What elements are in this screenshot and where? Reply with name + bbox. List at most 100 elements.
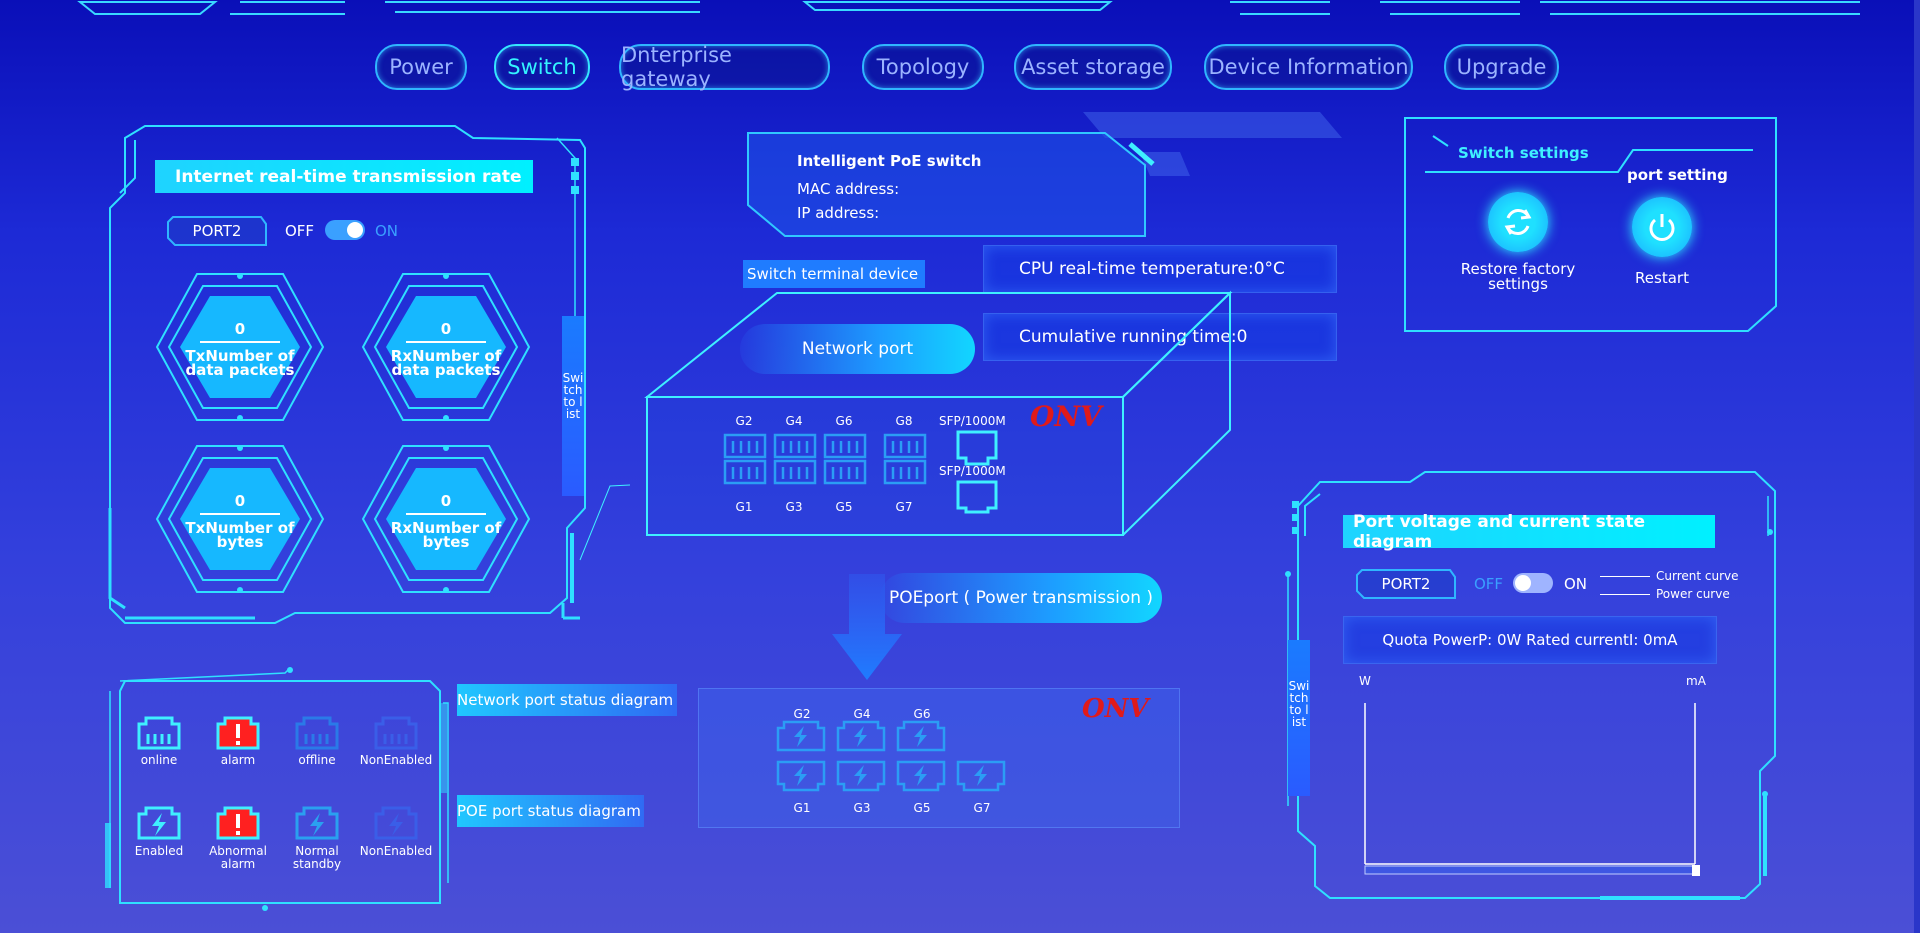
- port-setting-subtitle: port setting: [1627, 166, 1728, 184]
- poe-port-button[interactable]: POEport ( Power transmission ): [880, 573, 1162, 623]
- hex-rx-bytes-value: 0: [440, 492, 452, 510]
- nav-tab-device-information[interactable]: Device Information: [1204, 44, 1413, 90]
- power-curve-swatch: [1600, 594, 1650, 595]
- network-port-button[interactable]: Network port: [740, 324, 975, 374]
- online-port-icon: [137, 716, 181, 750]
- port-label-g8: G8: [895, 414, 913, 428]
- poe-port-label-g6: G6: [913, 707, 931, 721]
- switch-device-illustration: [579, 290, 1233, 561]
- switch-terminal-tag: Switch terminal device: [743, 260, 925, 288]
- network-port-status-tag: Network port status diagram: [457, 684, 677, 716]
- sfp-label-1: SFP/1000M: [939, 414, 1006, 428]
- hex-tx-bytes-label-2: bytes: [216, 533, 264, 551]
- legend-panel-frame: [105, 667, 449, 911]
- legend-alarm-label: alarm: [220, 753, 256, 767]
- hex-tx-bytes-label-1: TxNumber of: [185, 519, 295, 537]
- poe-port-label-g2: G2: [793, 707, 811, 721]
- rate-toggle-on-label: ON: [375, 222, 399, 240]
- power-icon: [1649, 214, 1675, 241]
- rate-switch-to-list-label: Switch to list: [562, 371, 584, 421]
- nav-tab-upgrade[interactable]: Upgrade: [1444, 44, 1559, 90]
- nav-tab-enterprise-gateway[interactable]: Dnterprise gateway: [619, 43, 830, 91]
- switch-settings-frame: [1404, 117, 1777, 332]
- port-label-g4: G4: [785, 414, 803, 428]
- brand-logo: ONV: [1030, 400, 1102, 433]
- poe-port-label-g7: G7: [973, 801, 991, 815]
- poe-port-label-g4: G4: [853, 707, 871, 721]
- voltage-toggle-off-label: OFF: [1474, 575, 1504, 593]
- poe-port-label-g5: G5: [913, 801, 931, 815]
- port-label-g5: G5: [835, 500, 853, 514]
- rate-toggle[interactable]: [325, 220, 365, 240]
- sfp-label-2: SFP/1000M: [939, 464, 1006, 478]
- switch-settings-title: Switch settings: [1458, 144, 1589, 162]
- restart-label: Restart: [1635, 269, 1689, 287]
- voltage-port-select[interactable]: PORT2: [1381, 575, 1431, 593]
- hex-rx-bytes: [361, 445, 531, 593]
- offline-port-icon: [295, 716, 339, 750]
- port-label-g6: G6: [835, 414, 853, 428]
- page-scrollbar[interactable]: [1914, 0, 1920, 933]
- current-curve-legend: Current curve: [1656, 569, 1739, 583]
- hex-rx-packets-value: 0: [440, 320, 452, 338]
- voltage-panel-title: Port voltage and current state diagram: [1343, 512, 1715, 552]
- hex-tx-bytes: [155, 445, 325, 593]
- mac-address-label: MAC address:: [797, 180, 900, 198]
- poe-normal-standby-icon: [295, 806, 339, 840]
- hex-tx-packets: [155, 273, 325, 421]
- voltage-current-chart: [1364, 703, 1700, 876]
- restart-button[interactable]: [1632, 197, 1692, 257]
- legend-poe-standby-label-1: Normal: [295, 844, 339, 858]
- voltage-switch-to-list-tab[interactable]: Switch to list: [1288, 640, 1310, 796]
- alarm-port-icon: [216, 716, 260, 750]
- legend-poe-standby-label-2: standby: [292, 857, 342, 871]
- power-curve-legend: Power curve: [1656, 587, 1730, 601]
- legend-poe-enabled-label: Enabled: [134, 844, 184, 858]
- legend-online-label: online: [140, 753, 178, 767]
- hex-rx-packets-label-1: RxNumber of: [390, 347, 502, 365]
- hex-rx-packets-label-2: data packets: [391, 361, 501, 379]
- nav-tab-switch[interactable]: Switch: [494, 44, 590, 90]
- hex-rx-packets: [361, 273, 531, 421]
- poe-brand-logo: ONV: [1082, 694, 1149, 724]
- rate-switch-to-list-tab[interactable]: Switch to list: [562, 316, 584, 496]
- cpu-temperature: CPU real-time temperature:0°C: [983, 245, 1337, 293]
- voltage-switch-to-list-label: Switch to list: [1288, 679, 1310, 729]
- legend-poe-abnormal-label-2: alarm: [220, 857, 256, 871]
- restore-factory-label-1: Restore factory: [1460, 260, 1576, 278]
- device-info-frame: [747, 132, 1155, 237]
- top-decoration: [77, 0, 1860, 15]
- nav-tab-power[interactable]: Power: [375, 44, 467, 90]
- port-label-g1: G1: [735, 500, 753, 514]
- restore-factory-button[interactable]: [1488, 192, 1548, 252]
- nonenabled-port-icon: [374, 716, 418, 750]
- restore-factory-label-2: settings: [1488, 275, 1548, 293]
- center-top-decoration: [1083, 112, 1342, 176]
- voltage-toggle[interactable]: [1513, 573, 1553, 593]
- current-curve-swatch: [1600, 576, 1650, 577]
- poe-port-label-g1: G1: [793, 801, 811, 815]
- voltage-panel-frame: [1285, 471, 1776, 900]
- legend-poe-nonenabled-label: NonEnabled: [359, 844, 433, 858]
- nav-tab-asset-storage[interactable]: Asset storage: [1014, 44, 1172, 90]
- rate-toggle-off-label: OFF: [285, 222, 315, 240]
- port-label-g7: G7: [895, 500, 913, 514]
- ip-address-label: IP address:: [797, 204, 880, 222]
- poe-ports-illustration: [776, 720, 1006, 792]
- poe-port-panel: [698, 688, 1180, 828]
- legend-nonenabled-label: NonEnabled: [359, 753, 433, 767]
- voltage-port-select-frame: [1356, 569, 1456, 599]
- refresh-icon: [1504, 209, 1532, 235]
- poe-enabled-icon: [137, 806, 181, 840]
- nav-tab-topology[interactable]: Topology: [862, 44, 984, 90]
- poe-port-status-tag: POE port status diagram: [457, 795, 644, 827]
- rate-port-select-frame: [167, 216, 267, 246]
- rate-panel-frame: [108, 125, 586, 624]
- hex-tx-bytes-value: 0: [234, 492, 246, 510]
- voltage-toggle-on-label: ON: [1564, 575, 1588, 593]
- chart-y-left-label: W: [1359, 674, 1371, 688]
- device-name: Intelligent PoE switch: [797, 152, 982, 170]
- rate-port-select[interactable]: PORT2: [192, 222, 242, 240]
- legend-offline-label: offline: [298, 753, 336, 767]
- poe-nonenabled-icon: [374, 806, 418, 840]
